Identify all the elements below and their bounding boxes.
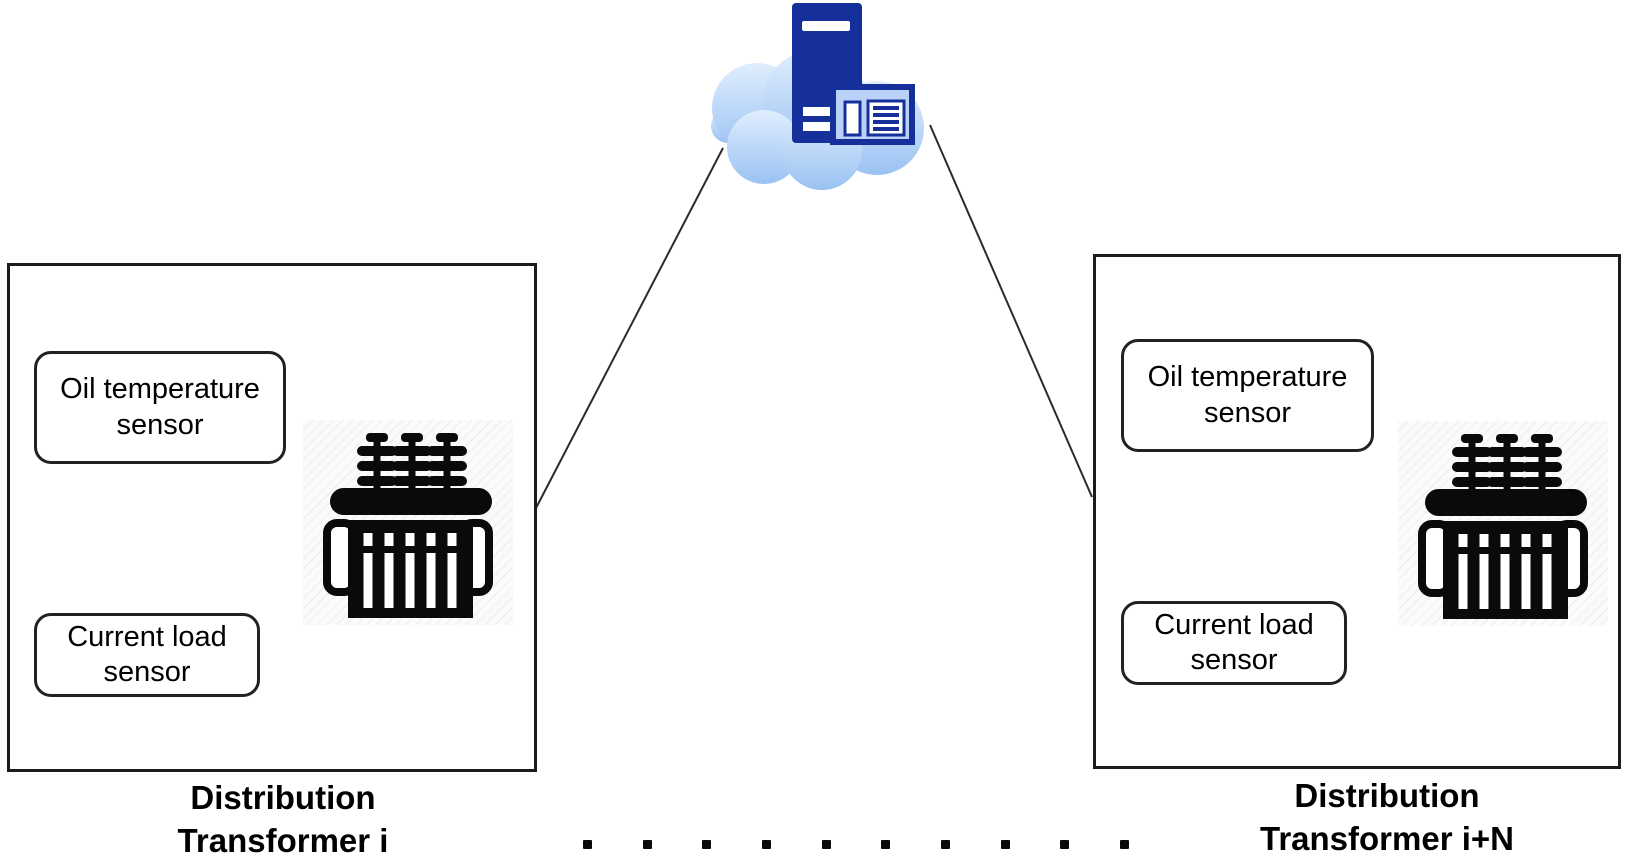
- server-device-icon: [830, 84, 915, 145]
- ellipsis-dot: [881, 839, 891, 849]
- oil-temperature-sensor-label: Oil temperature sensor: [1121, 339, 1374, 452]
- connection-lines: [535, 124, 1093, 509]
- caption-line: Distribution: [1294, 777, 1480, 814]
- connection-line-left: [535, 147, 724, 509]
- ellipsis-dot: [702, 839, 712, 849]
- caption-line: Transformer i: [177, 822, 389, 859]
- connection-line-right: [929, 124, 1093, 498]
- ellipsis-dot: [761, 839, 771, 849]
- ellipsis-dot: [1000, 839, 1010, 849]
- ellipsis-row: [583, 839, 1129, 849]
- oil-temperature-sensor-label: Oil temperature sensor: [34, 351, 286, 464]
- ellipsis-dot: [940, 839, 950, 849]
- caption-line: Distribution: [190, 779, 376, 816]
- ellipsis-dot: [1119, 839, 1129, 849]
- transformer-node-left: [7, 263, 537, 772]
- left-transformer-caption: Distribution Transformer i: [113, 776, 453, 862]
- current-load-sensor-label: Current load sensor: [1121, 601, 1347, 685]
- ellipsis-dot: [1060, 839, 1070, 849]
- ellipsis-dot: [821, 839, 831, 849]
- ellipsis-dot: [642, 839, 652, 849]
- current-load-sensor-label: Current load sensor: [34, 613, 260, 697]
- caption-line: Transformer i+N: [1259, 820, 1514, 857]
- right-transformer-caption: Distribution Transformer i+N: [1217, 774, 1557, 860]
- transformer-node-right: [1093, 254, 1621, 769]
- ellipsis-dot: [583, 839, 592, 849]
